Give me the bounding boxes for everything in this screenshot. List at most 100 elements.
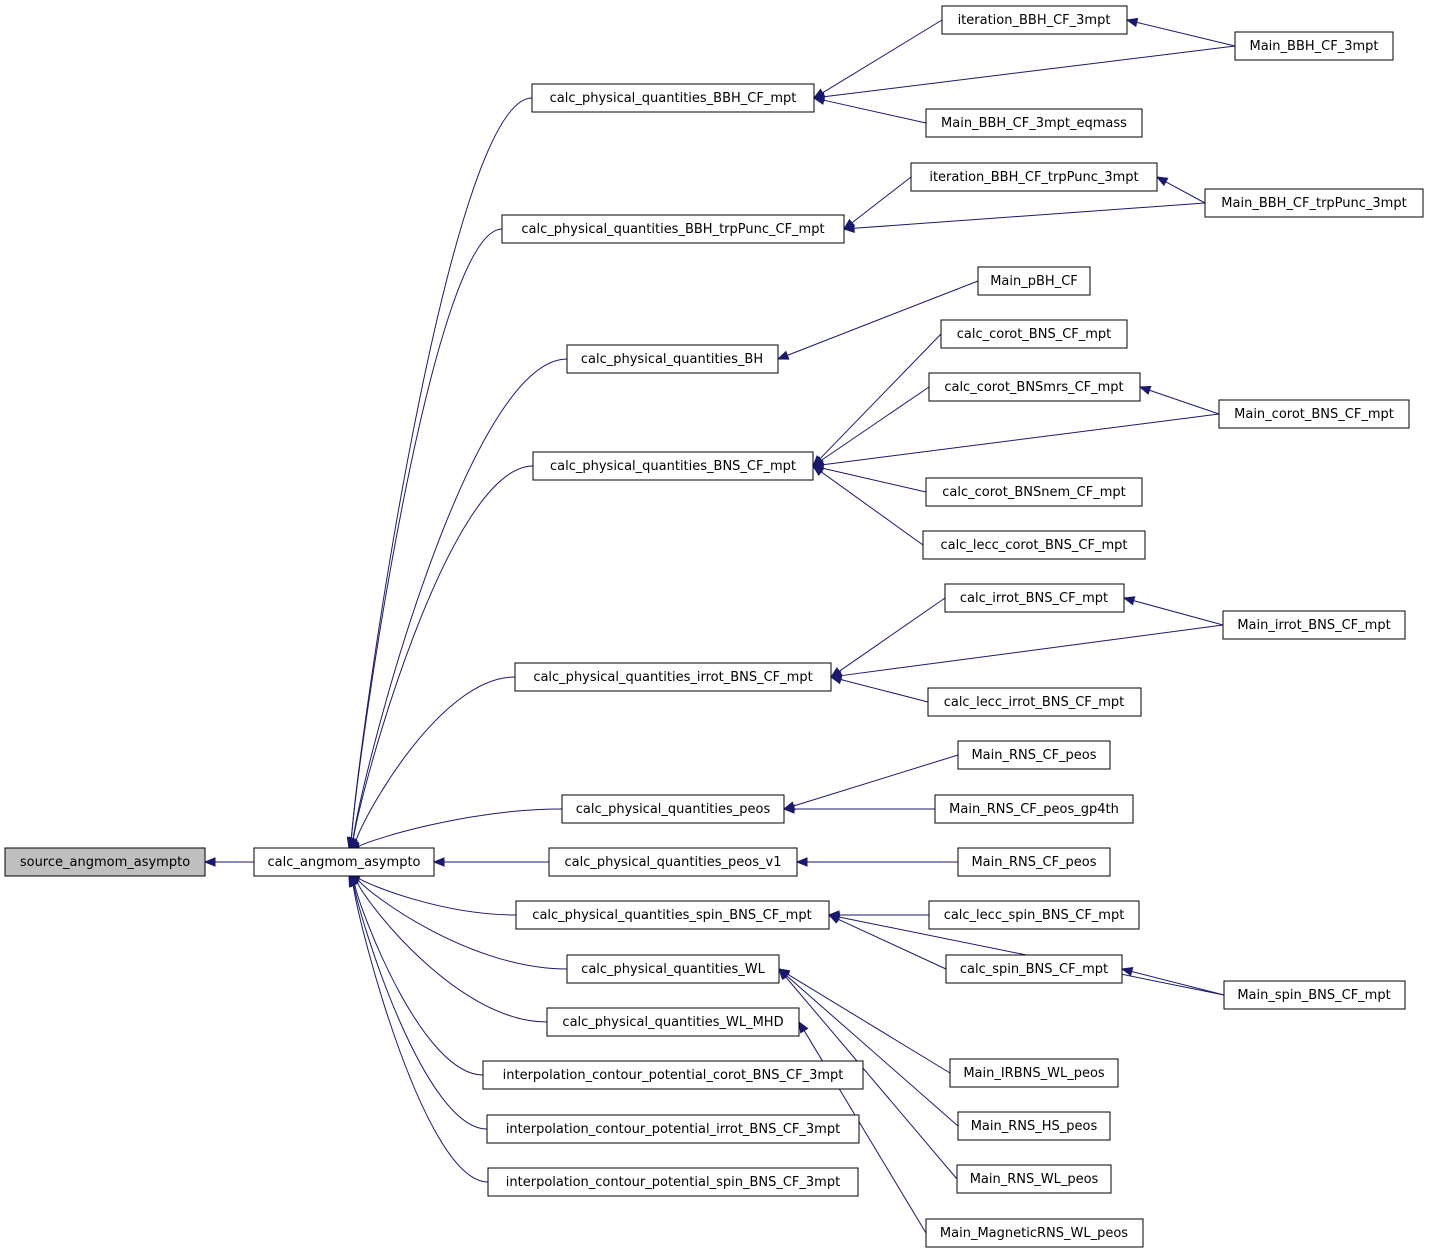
graph-node[interactable]: calc_physical_quantities_BNS_CF_mpt bbox=[532, 451, 814, 481]
graph-node[interactable]: interpolation_contour_potential_spin_BNS… bbox=[487, 1167, 859, 1197]
graph-node[interactable]: calc_physical_quantities_BH bbox=[566, 344, 779, 374]
graph-node[interactable]: calc_physical_quantities_WL bbox=[566, 954, 780, 984]
graph-node[interactable]: Main_RNS_WL_peos bbox=[956, 1164, 1112, 1194]
svg-text:calc_lecc_irrot_BNS_CF_mpt: calc_lecc_irrot_BNS_CF_mpt bbox=[944, 695, 1125, 710]
svg-text:calc_physical_quantities_peos_: calc_physical_quantities_peos_v1 bbox=[565, 855, 782, 870]
svg-text:calc_corot_BNS_CF_mpt: calc_corot_BNS_CF_mpt bbox=[957, 327, 1112, 342]
graph-node[interactable]: calc_physical_quantities_peos_v1 bbox=[548, 847, 798, 877]
svg-text:calc_physical_quantities_WL_MH: calc_physical_quantities_WL_MHD bbox=[562, 1015, 783, 1030]
graph-node[interactable]: Main_MagneticRNS_WL_peos bbox=[925, 1218, 1144, 1248]
arrowhead-icon bbox=[778, 967, 790, 981]
call-edge bbox=[1149, 389, 1220, 415]
svg-text:calc_corot_BNSnem_CF_mpt: calc_corot_BNSnem_CF_mpt bbox=[942, 485, 1125, 500]
graph-node[interactable]: Main_IRBNS_WL_peos bbox=[949, 1058, 1119, 1088]
svg-text:calc_irrot_BNS_CF_mpt: calc_irrot_BNS_CF_mpt bbox=[960, 591, 1108, 606]
call-edge bbox=[355, 676, 516, 841]
graph-node[interactable]: Main_pBH_CF bbox=[977, 266, 1091, 296]
arrowhead-icon bbox=[1155, 176, 1169, 187]
svg-text:calc_physical_quantities_WL: calc_physical_quantities_WL bbox=[581, 962, 765, 977]
call-edge bbox=[851, 176, 912, 224]
graph-node[interactable]: Main_BBH_CF_trpPunc_3mpt bbox=[1204, 188, 1424, 218]
call-edge bbox=[1165, 181, 1206, 204]
graph-node[interactable]: calc_physical_quantities_peos bbox=[561, 794, 785, 824]
call-edge bbox=[787, 280, 979, 356]
call-edge bbox=[853, 202, 1206, 229]
svg-text:calc_physical_quantities_BBH_C: calc_physical_quantities_BBH_CF_mpt bbox=[550, 91, 797, 106]
call-edge bbox=[786, 975, 959, 1127]
call-edge bbox=[793, 754, 959, 807]
svg-text:calc_physical_quantities_spin_: calc_physical_quantities_spin_BNS_CF_mpt bbox=[532, 908, 811, 923]
graph-node[interactable]: interpolation_contour_potential_irrot_BN… bbox=[486, 1114, 860, 1144]
arrowhead-icon bbox=[782, 804, 795, 814]
graph-node[interactable]: Main_irrot_BNS_CF_mpt bbox=[1222, 610, 1406, 640]
graph-node[interactable]: calc_lecc_spin_BNS_CF_mpt bbox=[928, 900, 1140, 930]
svg-text:calc_physical_quantities_peos: calc_physical_quantities_peos bbox=[576, 802, 771, 817]
svg-text:Main_BBH_CF_3mpt_eqmass: Main_BBH_CF_3mpt_eqmass bbox=[941, 116, 1127, 131]
graph-node[interactable]: Main_RNS_CF_peos bbox=[957, 847, 1111, 877]
call-edge bbox=[352, 885, 489, 1183]
arrowhead-icon bbox=[829, 675, 843, 685]
call-edge bbox=[350, 228, 503, 839]
graph-node[interactable]: Main_RNS_CF_peos_gp4th bbox=[934, 794, 1134, 824]
call-edge bbox=[1136, 21, 1236, 47]
arrowhead-icon bbox=[776, 350, 790, 360]
call-edge bbox=[823, 99, 927, 124]
svg-text:Main_BBH_CF_trpPunc_3mpt: Main_BBH_CF_trpPunc_3mpt bbox=[1221, 196, 1406, 211]
graph-node[interactable]: Main_BBH_CF_3mpt bbox=[1234, 31, 1394, 61]
call-edge bbox=[840, 679, 929, 703]
graph-node[interactable]: calc_angmom_asympto bbox=[253, 847, 435, 877]
graph-node[interactable]: calc_lecc_corot_BNS_CF_mpt bbox=[922, 530, 1146, 560]
svg-text:Main_irrot_BNS_CF_mpt: Main_irrot_BNS_CF_mpt bbox=[1237, 618, 1390, 633]
call-edge bbox=[785, 976, 958, 1180]
svg-text:calc_angmom_asympto: calc_angmom_asympto bbox=[267, 855, 420, 870]
graph-node[interactable]: calc_corot_BNSmrs_CF_mpt bbox=[928, 372, 1141, 402]
graph-node[interactable]: Main_RNS_HS_peos bbox=[957, 1111, 1111, 1141]
graph-node[interactable]: Main_spin_BNS_CF_mpt bbox=[1223, 980, 1406, 1010]
nodes-layer: source_angmom_asympto calc_angmom_asympt… bbox=[4, 5, 1424, 1248]
call-edge bbox=[787, 973, 951, 1074]
graph-node[interactable]: calc_spin_BNS_CF_mpt bbox=[945, 954, 1123, 984]
graph-node[interactable]: calc_irrot_BNS_CF_mpt bbox=[944, 583, 1125, 613]
edges-layer bbox=[203, 17, 1236, 1234]
arrowhead-icon bbox=[1122, 596, 1136, 606]
graph-node[interactable]: interpolation_contour_potential_corot_BN… bbox=[482, 1060, 864, 1090]
graph-node[interactable]: iteration_BBH_CF_trpPunc_3mpt bbox=[910, 162, 1158, 192]
call-edge bbox=[354, 884, 484, 1076]
graph-node[interactable]: Main_corot_BNS_CF_mpt bbox=[1218, 399, 1410, 429]
svg-text:calc_lecc_spin_BNS_CF_mpt: calc_lecc_spin_BNS_CF_mpt bbox=[944, 908, 1125, 923]
graph-node[interactable]: calc_physical_quantities_spin_BNS_CF_mpt bbox=[515, 900, 830, 930]
graph-node[interactable]: calc_lecc_irrot_BNS_CF_mpt bbox=[927, 687, 1142, 717]
arrowhead-icon bbox=[811, 465, 825, 476]
graph-node[interactable]: Main_RNS_CF_peos bbox=[957, 740, 1111, 770]
graph-node[interactable]: calc_physical_quantities_WL_MHD bbox=[546, 1007, 800, 1037]
svg-text:calc_physical_quantities_BH: calc_physical_quantities_BH bbox=[581, 352, 763, 367]
arrowhead-icon bbox=[842, 223, 855, 233]
svg-text:calc_physical_quantities_irrot: calc_physical_quantities_irrot_BNS_CF_mp… bbox=[533, 670, 812, 685]
svg-text:iteration_BBH_CF_trpPunc_3mpt: iteration_BBH_CF_trpPunc_3mpt bbox=[929, 170, 1138, 185]
call-edge bbox=[358, 808, 563, 847]
call-edge bbox=[822, 19, 943, 94]
arrowhead-icon bbox=[812, 95, 826, 105]
svg-text:Main_RNS_WL_peos: Main_RNS_WL_peos bbox=[970, 1172, 1099, 1187]
svg-text:Main_pBH_CF: Main_pBH_CF bbox=[990, 274, 1078, 289]
svg-text:source_angmom_asympto: source_angmom_asympto bbox=[20, 855, 190, 870]
svg-text:Main_BBH_CF_3mpt: Main_BBH_CF_3mpt bbox=[1250, 39, 1379, 54]
call-edge bbox=[820, 386, 930, 461]
svg-text:Main_RNS_CF_peos: Main_RNS_CF_peos bbox=[971, 748, 1096, 763]
graph-node[interactable]: Main_BBH_CF_3mpt_eqmass bbox=[925, 108, 1143, 138]
graph-node[interactable]: calc_corot_BNS_CF_mpt bbox=[940, 319, 1128, 349]
graph-node[interactable]: calc_physical_quantities_BBH_trpPunc_CF_… bbox=[501, 214, 845, 244]
graph-node[interactable]: calc_physical_quantities_BBH_CF_mpt bbox=[531, 83, 815, 113]
graph-node[interactable]: iteration_BBH_CF_3mpt bbox=[941, 5, 1128, 35]
call-edge bbox=[819, 333, 942, 460]
arrowhead-icon bbox=[798, 1020, 809, 1034]
call-edge bbox=[352, 358, 568, 839]
graph-node[interactable]: source_angmom_asympto bbox=[4, 847, 206, 877]
svg-text:calc_physical_quantities_BBH_t: calc_physical_quantities_BBH_trpPunc_CF_… bbox=[521, 222, 824, 237]
graph-node[interactable]: calc_corot_BNSnem_CF_mpt bbox=[925, 477, 1143, 507]
svg-text:Main_spin_BNS_CF_mpt: Main_spin_BNS_CF_mpt bbox=[1237, 988, 1390, 1003]
call-edge bbox=[1133, 600, 1224, 626]
graph-node[interactable]: calc_physical_quantities_irrot_BNS_CF_mp… bbox=[514, 662, 832, 692]
svg-text:Main_MagneticRNS_WL_peos: Main_MagneticRNS_WL_peos bbox=[940, 1226, 1128, 1241]
svg-text:interpolation_contour_potentia: interpolation_contour_potential_corot_BN… bbox=[503, 1068, 844, 1083]
